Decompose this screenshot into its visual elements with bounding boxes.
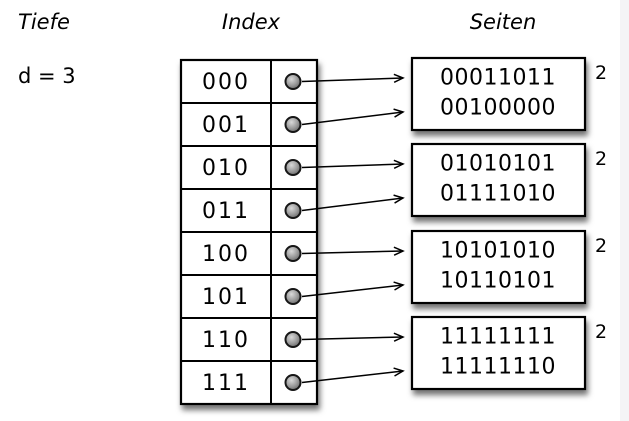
depth-value: d = 3 (18, 64, 76, 88)
pointer-arrow (301, 367, 405, 384)
index-row-label: 000 (202, 70, 250, 95)
page-box (410, 229, 587, 305)
pointer-dot (284, 245, 302, 262)
index-row-label: 110 (202, 328, 250, 353)
index-row-label: 010 (202, 156, 250, 181)
pointer-dot (284, 116, 302, 133)
pointer-dot (284, 73, 302, 90)
page-local-depth: 2 (595, 148, 607, 170)
index-row-label: 100 (202, 242, 250, 267)
pages-layer: 00011011 00100000 2 01010101 01111010 2 101010… (410, 56, 607, 391)
pointer-arrows-layer (301, 73, 405, 384)
depth-title: Tiefe (18, 10, 70, 34)
page-box (410, 56, 587, 132)
index-row-label: 111 (202, 371, 250, 396)
pointer-dot (284, 331, 302, 348)
pointer-arrow (301, 246, 405, 256)
page-local-depth: 2 (595, 321, 607, 343)
index-rows-layer: 000 001 010 011 100 101 110 111 (202, 70, 302, 396)
page-local-depth: 2 (595, 235, 607, 257)
index-row-label: 011 (202, 199, 250, 224)
index-row-label: 101 (202, 285, 250, 310)
page-entry: 10110101 (440, 269, 556, 294)
pointer-dot (284, 159, 302, 176)
page-box (410, 315, 587, 391)
index-title: Index (222, 10, 281, 34)
page-entry: 10101010 (440, 239, 556, 264)
pointer-arrow (301, 73, 405, 83)
page-entry: 01010101 (440, 152, 556, 177)
pages-title: Seiten (470, 10, 537, 34)
pointer-dot (284, 202, 302, 219)
pointer-dot (284, 288, 302, 305)
pointer-dot (284, 374, 302, 391)
page-entry: 01111010 (440, 182, 556, 207)
pointer-arrow (301, 332, 405, 342)
pointer-arrow (301, 159, 405, 169)
page-entry: 11111111 (440, 325, 556, 350)
right-edge-strip (620, 0, 629, 421)
page-local-depth: 2 (595, 62, 607, 84)
pointer-arrow (301, 194, 405, 212)
page-entry: 11111110 (440, 355, 556, 380)
page-entry: 00100000 (440, 96, 556, 121)
pointer-arrow (301, 281, 405, 298)
pointer-arrow (301, 108, 405, 126)
index-row-label: 001 (202, 113, 250, 138)
page-box (410, 142, 587, 218)
page-entry: 00011011 (440, 66, 556, 91)
